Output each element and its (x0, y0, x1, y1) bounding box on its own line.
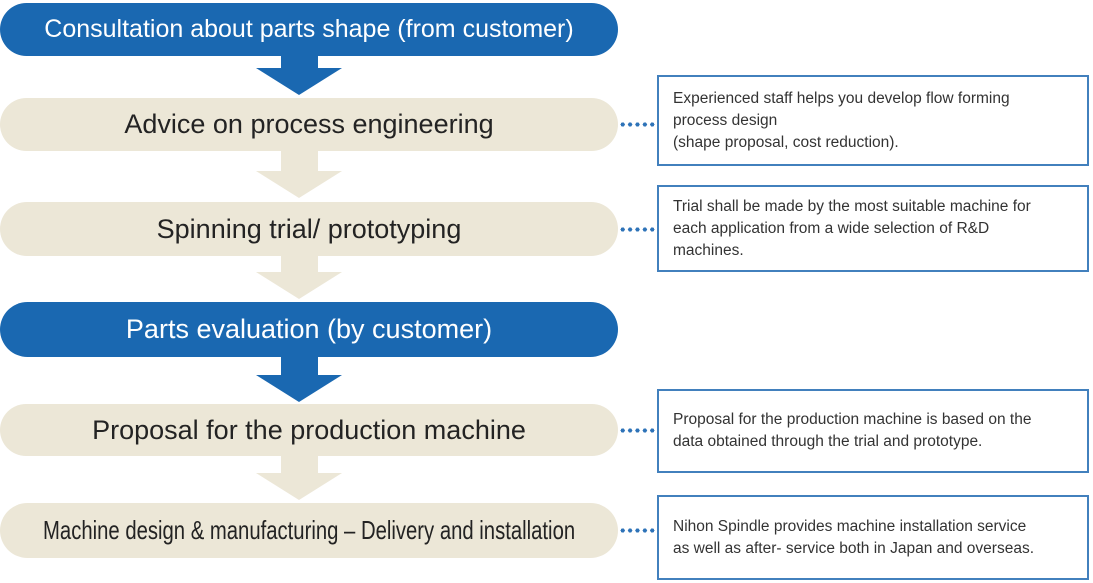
note-advice: Experienced staff helps you develop flow… (657, 75, 1089, 166)
arrow-stem (280, 356, 318, 375)
arrow-down-icon (256, 356, 342, 402)
step-parts-evaluation: Parts evaluation (by customer) (0, 302, 618, 357)
arrow-down-icon (256, 150, 342, 198)
arrow-head (256, 171, 342, 198)
step-design-delivery-label: Machine design & manufacturing – Deliver… (42, 515, 576, 545)
dotted-connector-line (619, 428, 656, 433)
note-installation-text: Nihon Spindle provides machine installat… (673, 517, 1034, 557)
step-proposal: Proposal for the production machine (0, 404, 618, 456)
arrow-down-icon (256, 255, 342, 299)
step-spinning-trial: Spinning trial/ prototyping (0, 202, 618, 256)
step-parts-evaluation-label: Parts evaluation (by customer) (125, 314, 493, 344)
dotted-connector-line (619, 227, 656, 232)
arrow-down-icon (256, 455, 342, 500)
step-consultation: Consultation about parts shape (from cus… (0, 3, 618, 56)
step-consultation-label: Consultation about parts shape (from cus… (44, 15, 574, 43)
arrow-head (256, 68, 342, 95)
arrow-stem (280, 255, 318, 272)
step-advice-label: Advice on process engineering (124, 109, 494, 139)
note-installation: Nihon Spindle provides machine installat… (657, 495, 1089, 580)
step-design-delivery: Machine design & manufacturing – Deliver… (0, 503, 618, 558)
arrow-stem (280, 150, 318, 171)
arrow-head (256, 272, 342, 299)
note-trial: Trial shall be made by the most suitable… (657, 185, 1089, 272)
note-proposal: Proposal for the production machine is b… (657, 389, 1089, 473)
dotted-connector-line (619, 122, 656, 127)
note-proposal-text: Proposal for the production machine is b… (673, 411, 1032, 450)
arrow-stem (280, 455, 318, 473)
arrow-stem (280, 55, 318, 68)
arrow-head (256, 473, 342, 500)
arrow-down-icon (256, 55, 342, 95)
note-advice-text: Experienced staff helps you develop flow… (673, 89, 1010, 151)
dotted-connector-line (619, 528, 656, 533)
note-trial-text: Trial shall be made by the most suitable… (673, 197, 1031, 259)
step-advice: Advice on process engineering (0, 98, 618, 151)
step-spinning-trial-label: Spinning trial/ prototyping (156, 213, 462, 244)
step-proposal-label: Proposal for the production machine (92, 414, 526, 445)
arrow-head (256, 375, 342, 402)
